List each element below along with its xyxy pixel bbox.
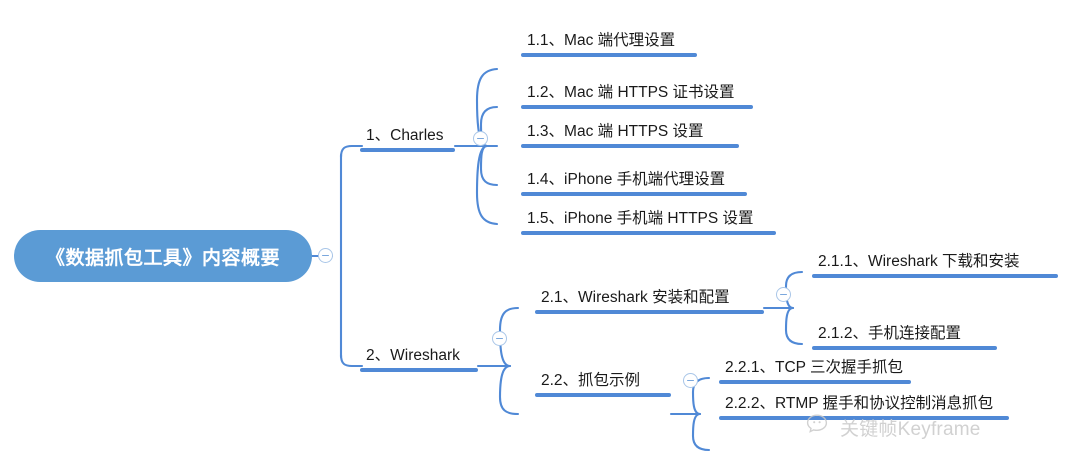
- node-charles[interactable]: 1、Charles: [360, 126, 455, 152]
- edge-trunk-to-b2: [339, 353, 364, 368]
- node-wireshark-install-config-label: 2.1、Wireshark 安装和配置: [541, 289, 730, 306]
- node-rtmp-handshake-capture-bar: [719, 416, 1009, 420]
- node-phone-connection-config[interactable]: 2.1.2、手机连接配置: [812, 324, 997, 350]
- node-mac-https-cert-setting-bar: [521, 105, 753, 109]
- node-wireshark-download-install-label: 2.1.1、Wireshark 下载和安装: [818, 253, 1020, 270]
- edge-b1-c5: [475, 144, 499, 226]
- node-iphone-proxy-setting[interactable]: 1.4、iPhone 手机端代理设置: [521, 170, 747, 196]
- node-capture-example-bar: [535, 393, 671, 397]
- node-wireshark-download-install-bar: [812, 274, 1058, 278]
- watermark: 关键帧Keyframe: [806, 412, 981, 442]
- edge-b1-c4: [479, 144, 499, 187]
- node-wireshark-label: 2、Wireshark: [366, 347, 460, 364]
- node-wireshark-install-config-bar: [535, 310, 764, 314]
- node-phone-connection-config-bar: [812, 346, 997, 350]
- root-collapse-toggle[interactable]: [318, 248, 333, 263]
- root-node[interactable]: 《数据抓包工具》内容概要: [14, 230, 312, 282]
- node-mac-proxy-setting-label: 1.1、Mac 端代理设置: [527, 32, 676, 49]
- watermark-text: 关键帧Keyframe: [840, 418, 981, 440]
- node-mac-proxy-setting[interactable]: 1.1、Mac 端代理设置: [521, 31, 697, 57]
- node-rtmp-handshake-capture-label: 2.2.2、RTMP 握手和协议控制消息抓包: [725, 395, 994, 412]
- node-wireshark-download-install[interactable]: 2.1.1、Wireshark 下载和安装: [812, 252, 1058, 278]
- node-wireshark[interactable]: 2、Wireshark: [360, 346, 478, 372]
- node-tcp-handshake-capture-bar: [719, 380, 911, 384]
- node-mac-https-cert-setting[interactable]: 1.2、Mac 端 HTTPS 证书设置: [521, 83, 753, 109]
- node-tcp-handshake-capture-label: 2.2.1、TCP 三次握手抓包: [725, 359, 904, 376]
- node-tcp-handshake-capture[interactable]: 2.2.1、TCP 三次握手抓包: [719, 358, 911, 384]
- node-mac-https-setting-bar: [521, 144, 739, 148]
- node-iphone-https-setting-bar: [521, 231, 776, 235]
- node-wireshark-bar: [360, 368, 478, 372]
- node-iphone-proxy-setting-bar: [521, 192, 747, 196]
- node-iphone-https-setting-label: 1.5、iPhone 手机端 HTTPS 设置: [527, 210, 754, 227]
- node-wireshark-install-config[interactable]: 2.1、Wireshark 安装和配置: [535, 288, 764, 314]
- edge-b2-c2: [498, 364, 520, 416]
- node-wireshark-install-config-collapse-toggle[interactable]: [776, 287, 791, 302]
- node-mac-https-setting[interactable]: 1.3、Mac 端 HTTPS 设置: [521, 122, 739, 148]
- node-iphone-https-setting[interactable]: 1.5、iPhone 手机端 HTTPS 设置: [521, 209, 776, 235]
- edge-trunk-to-b1: [339, 144, 364, 159]
- node-wireshark-collapse-toggle[interactable]: [492, 331, 507, 346]
- edge-b2c2-g2: [691, 412, 711, 452]
- root-node-label: 《数据抓包工具》内容概要: [45, 247, 280, 269]
- node-mac-https-setting-label: 1.3、Mac 端 HTTPS 设置: [527, 123, 704, 140]
- node-charles-bar: [360, 148, 455, 152]
- node-rtmp-handshake-capture[interactable]: 2.2.2、RTMP 握手和协议控制消息抓包: [719, 394, 1009, 420]
- node-capture-example-collapse-toggle[interactable]: [683, 373, 698, 388]
- node-mac-https-cert-setting-label: 1.2、Mac 端 HTTPS 证书设置: [527, 84, 735, 101]
- edge-b2c1-g2: [784, 306, 804, 346]
- node-phone-connection-config-label: 2.1.2、手机连接配置: [818, 325, 961, 342]
- node-charles-label: 1、Charles: [366, 127, 444, 144]
- node-mac-proxy-setting-bar: [521, 53, 697, 57]
- node-charles-collapse-toggle[interactable]: [473, 131, 488, 146]
- node-capture-example[interactable]: 2.2、抓包示例: [535, 371, 671, 397]
- node-iphone-proxy-setting-label: 1.4、iPhone 手机端代理设置: [527, 171, 726, 188]
- wechat-chat-bubble-icon: [806, 412, 834, 442]
- node-capture-example-label: 2.2、抓包示例: [541, 372, 641, 389]
